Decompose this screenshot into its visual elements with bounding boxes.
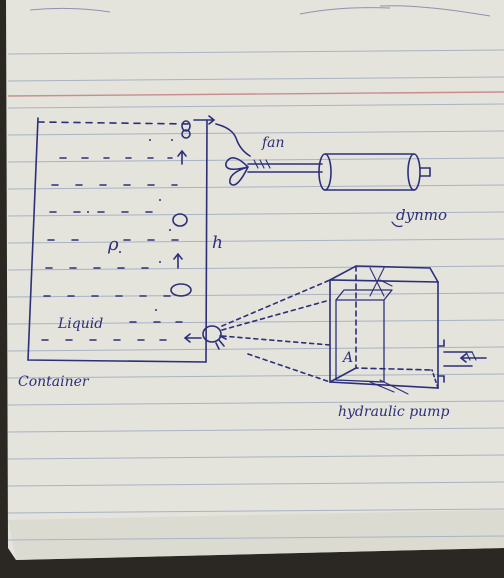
pump-outlet-hatch: [465, 351, 477, 361]
rule-line: [7, 292, 504, 298]
bubble-top-2: [181, 129, 191, 139]
label-density: ρ: [107, 234, 119, 255]
liquid-surface: [37, 121, 191, 125]
rule-line: [7, 184, 504, 190]
page-shadow: [8, 510, 504, 560]
pump-hatch: [369, 267, 393, 297]
pump-box: [329, 265, 439, 389]
rule-line: [7, 427, 504, 433]
ruled-lines: [7, 49, 504, 541]
pump-bottom-hatch: [369, 379, 409, 395]
fan-blades: [225, 157, 249, 186]
air-to-fan-curve: [215, 123, 251, 157]
rule-line: [7, 319, 504, 325]
pump-line-3: [221, 335, 331, 346]
rule-line: [7, 130, 504, 136]
label-liquid: Liquid: [57, 316, 103, 332]
rule-line: [7, 265, 504, 271]
pump-line-1: [221, 279, 331, 327]
rule-line: [7, 454, 504, 460]
top-scribble: [29, 5, 491, 17]
fan-shaft: [247, 163, 323, 173]
label-pump-chamber: A: [341, 350, 353, 366]
label-pump: hydraulic pump: [338, 404, 449, 420]
pump-outlet-pipe: [437, 339, 473, 383]
outlet-ring: [202, 325, 222, 343]
outlet-spray: [215, 335, 227, 350]
rule-line: [7, 211, 504, 217]
dynamo: [318, 153, 431, 191]
rule-line: [7, 157, 504, 163]
fan-shaft-hatch: [253, 159, 271, 169]
rule-line: [7, 49, 504, 55]
pump-outlet-arrow: [459, 353, 487, 363]
bubble-top: [181, 120, 191, 132]
label-container: Container: [18, 374, 90, 390]
liquid-dashes: [41, 157, 183, 341]
rule-line: [7, 535, 504, 541]
bubble-middle: [172, 213, 188, 227]
rule-line: [7, 508, 504, 514]
rule-line: [7, 238, 504, 244]
dynamo-label-tail: [391, 221, 403, 228]
up-arrow-1: [177, 149, 187, 165]
rule-line: [7, 76, 504, 82]
notebook-page: [6, 0, 504, 560]
return-arrow: [183, 333, 202, 343]
label-dynamo: dynmo: [396, 206, 447, 224]
label-fan: fan: [261, 135, 285, 151]
up-arrow-2: [173, 252, 183, 269]
label-height: h: [212, 233, 223, 253]
arrow-to-fan: [193, 115, 216, 125]
rule-line: [7, 346, 504, 352]
pump-line-2: [221, 299, 331, 331]
liquid-dots: [87, 139, 173, 311]
rule-line: [7, 103, 504, 109]
rule-line: [7, 400, 504, 406]
pump-line-4: [247, 353, 331, 383]
rule-line: [7, 481, 504, 487]
bubble-lower: [170, 283, 192, 297]
rule-line: [7, 373, 504, 379]
margin-line: [7, 91, 504, 97]
container-outline: [27, 117, 208, 363]
